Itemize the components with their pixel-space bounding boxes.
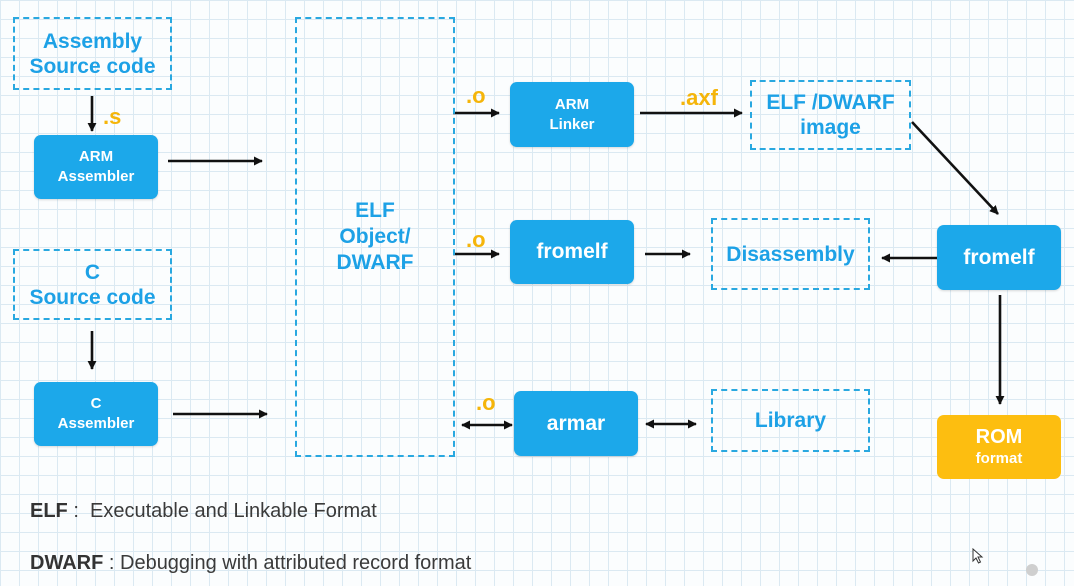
fromelf-node: fromelf [510,220,634,284]
mouse-cursor-icon [972,548,984,564]
watermark-logo-icon [1026,564,1038,576]
o-armar-label: .o [476,390,496,415]
legend-dwarf-definition: : Debugging with attributed record forma… [103,552,472,574]
disassembly-node: Disassembly [711,218,870,290]
c-source-node: C Source code [13,249,172,320]
armar-node: armar [514,391,638,456]
c-assembler-node: C Assembler [34,382,158,446]
legend-dwarf-term: DWARF [30,552,104,574]
s-extension-label: .s [103,104,122,129]
legend-dwarf: DWARF : Debugging with attributed record… [30,552,471,575]
rom-title: ROM [975,426,1023,448]
rom-subtitle: format [975,450,1023,467]
assembly-source-node: Assembly Source code [13,17,172,90]
rom-format-node: ROM format [937,415,1061,479]
arm-linker-node: ARM Linker [510,82,634,147]
axf-extension-label: .axf [680,85,718,110]
legend-elf: ELF : Executable and Linkable Format [30,500,377,523]
legend-elf-definition: : Executable and Linkable Format [67,500,377,522]
fromelf-right-node: fromelf [937,225,1061,290]
legend-elf-term: ELF [30,500,68,522]
elf-dwarf-image-node: ELF /DWARF image [750,80,911,150]
arrow-image-to-fromelf-right [911,121,999,215]
library-node: Library [711,389,870,452]
o-fromelf-label: .o [466,227,486,252]
o-linker-label: .o [466,83,486,108]
elf-object-dwarf-node: ELF Object/ DWARF [295,17,455,457]
arm-assembler-node: ARM Assembler [34,135,158,199]
